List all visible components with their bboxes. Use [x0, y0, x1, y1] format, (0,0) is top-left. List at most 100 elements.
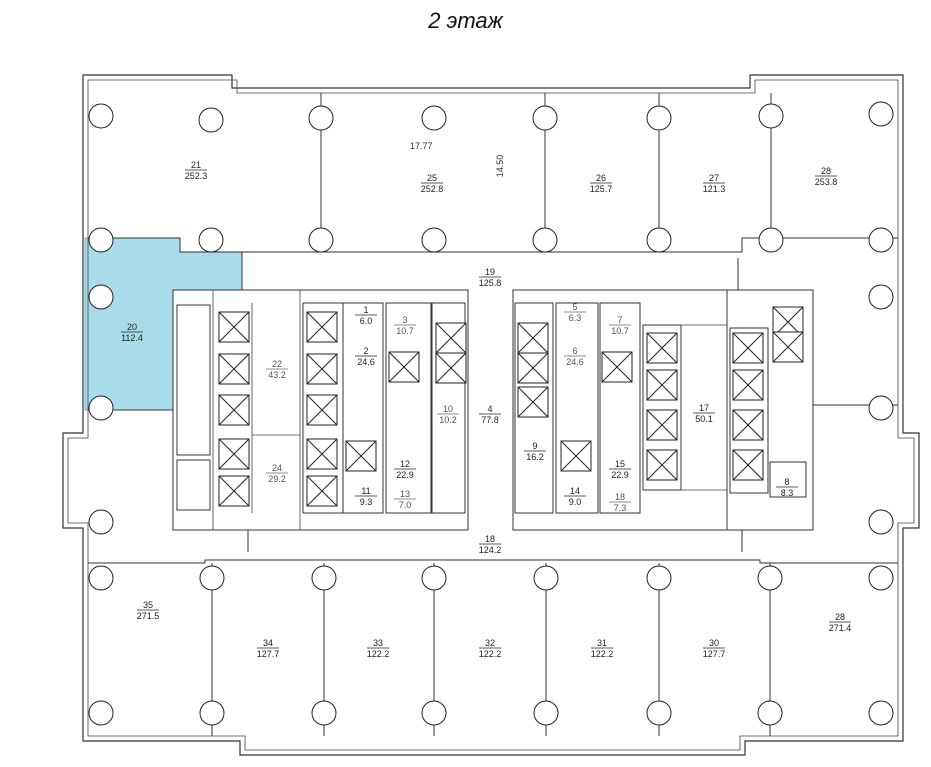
elevator-shaft [306, 475, 338, 507]
room-area: 127.7 [703, 649, 726, 659]
room-area: 252.8 [421, 184, 444, 194]
room-area: 24.6 [357, 357, 375, 367]
room-label[interactable]: 477.8 [479, 404, 501, 425]
column [868, 284, 894, 310]
room-number: 9 [532, 441, 537, 451]
column [88, 227, 114, 253]
room-area: 112.4 [121, 333, 143, 343]
room-number: 22 [272, 359, 282, 369]
column [758, 227, 784, 253]
elevator-shaft [646, 409, 678, 441]
room-number: 13 [400, 489, 410, 499]
column [646, 565, 672, 591]
column [533, 565, 559, 591]
room-number: 27 [709, 173, 719, 183]
room-area: 29.2 [268, 474, 286, 484]
dimension-depth: 14.50 [495, 155, 505, 178]
elevator-shaft [732, 449, 764, 481]
room-area: 124.2 [479, 545, 502, 555]
room-label[interactable]: 119.3 [355, 486, 377, 507]
room-area: 6.3 [569, 313, 582, 323]
elevator-shaft [732, 409, 764, 441]
elevator-shaft [345, 440, 377, 472]
column [646, 227, 672, 253]
room-number: 21 [191, 160, 201, 170]
room-number: 18 [615, 492, 625, 502]
room-label[interactable]: 916.2 [524, 441, 546, 462]
room-number: 10 [443, 404, 453, 414]
room-label[interactable]: 56.3 [564, 302, 586, 323]
column [88, 103, 114, 129]
room-number: 35 [143, 600, 153, 610]
elevator-shaft [560, 440, 592, 472]
room-area: 6.0 [360, 316, 373, 326]
room-area: 43.2 [268, 370, 286, 380]
elevator-shaft [306, 311, 338, 343]
column [421, 227, 447, 253]
room-number: 11 [361, 486, 370, 496]
room-number: 30 [709, 638, 719, 648]
room-number: 31 [597, 638, 607, 648]
column [868, 227, 894, 253]
elevator-shaft [646, 369, 678, 401]
room-number: 32 [485, 638, 495, 648]
elevator-shafts [218, 306, 804, 507]
room-area: 122.2 [367, 649, 390, 659]
room-area: 122.2 [591, 649, 614, 659]
room-label[interactable]: 88.3 [776, 477, 798, 498]
room-number: 12 [400, 459, 410, 469]
elevator-shaft [435, 352, 467, 384]
elevator-shaft [772, 331, 804, 363]
column [758, 103, 784, 129]
room-number: 6 [572, 346, 577, 356]
column [421, 565, 447, 591]
room-number: 25 [427, 173, 437, 183]
room-area: 271.4 [829, 623, 852, 633]
room-area: 9.0 [569, 497, 582, 507]
room-label[interactable]: 310.7 [394, 315, 416, 336]
column [311, 565, 337, 591]
room-number: 34 [263, 638, 273, 648]
room-label[interactable]: 710.7 [609, 315, 631, 336]
elevator-shaft [517, 386, 549, 418]
column [868, 509, 894, 535]
room-label[interactable]: 187.3 [609, 492, 631, 513]
room-area: 22.9 [611, 470, 629, 480]
room-label[interactable]: 137.0 [394, 489, 416, 510]
room-number: 28 [835, 612, 845, 622]
room-label[interactable]: 16.0 [355, 305, 377, 326]
dimension-width: 17.77 [410, 141, 433, 151]
room-number: 3 [402, 315, 407, 325]
room-area: 252.3 [185, 171, 208, 181]
room-label[interactable]: 624.6 [564, 346, 586, 367]
elevator-shaft [517, 322, 549, 354]
elevator-shaft [218, 353, 250, 385]
room-label[interactable]: 149.0 [564, 486, 586, 507]
room-label[interactable]: 224.6 [355, 346, 377, 367]
elevator-shaft [306, 394, 338, 426]
column [421, 105, 447, 131]
column [868, 101, 894, 127]
